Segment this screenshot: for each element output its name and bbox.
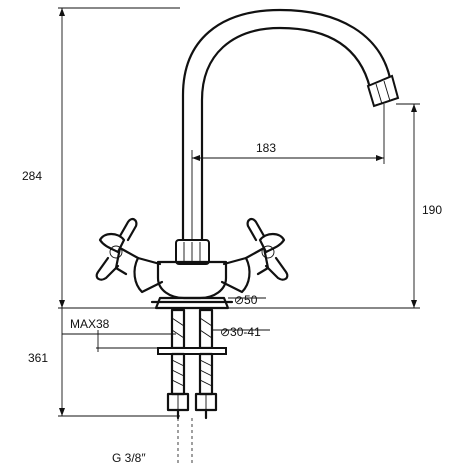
max-thickness-label: MAX38: [70, 317, 110, 331]
mounting-shank: [157, 308, 227, 420]
left-cross-handle-icon: [95, 217, 138, 281]
base-diameter-label: ⊘50: [234, 293, 258, 307]
overall-height-label: 284: [22, 169, 42, 183]
right-cross-handle-icon: [246, 217, 289, 281]
thread-label: G 3/8″: [112, 451, 146, 465]
spout-reach-label: 183: [256, 141, 276, 155]
left-valve: [95, 217, 164, 294]
hole-diameter-label: ⊘30-41: [220, 325, 261, 339]
faucet-outline: [95, 8, 400, 420]
dimension-lines: [58, 7, 420, 466]
right-valve: [220, 217, 289, 294]
spout-aerator: [366, 74, 400, 108]
below-surface-label: 361: [28, 351, 48, 365]
spout-height-label: 190: [422, 203, 442, 217]
